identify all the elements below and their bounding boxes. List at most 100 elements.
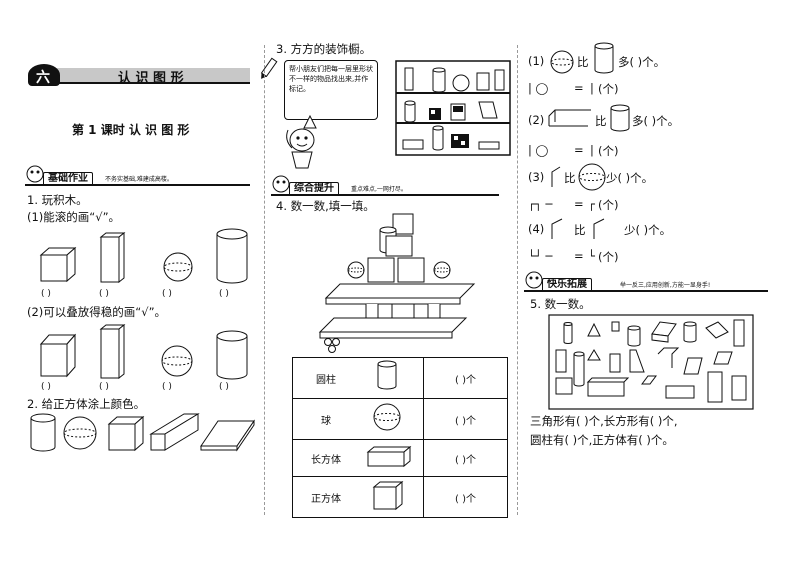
table-label: 长方体 xyxy=(311,454,341,466)
table-row: 圆柱 ( )个 xyxy=(292,357,508,399)
open-cube-icon xyxy=(39,333,77,378)
q4-title: 4. 数一数,填一填。 xyxy=(276,199,375,213)
compare-2-eq-lhs: | ◯ xyxy=(528,143,549,157)
q5-title: 5. 数一数。 xyxy=(530,297,591,311)
tall-cuboid-icon xyxy=(99,231,126,284)
compare-4-unit: (个) xyxy=(598,250,619,264)
compare-3-label: (3) xyxy=(528,170,545,184)
q1-row1-paren-3[interactable]: ( ) xyxy=(162,289,172,299)
compare-4-than: 比 xyxy=(574,223,586,237)
compare-4-eq: = xyxy=(574,249,584,263)
bracket-shape-icon xyxy=(551,218,563,239)
q5-line2: 圆柱有( )个,正方体有( )个。 xyxy=(530,433,674,447)
cylinder-icon xyxy=(30,413,56,452)
compare-2-label: (2) xyxy=(528,113,545,127)
compare-2-more: 多( )个。 xyxy=(632,114,680,128)
long-cuboid-icon xyxy=(149,413,200,451)
sphere-icon xyxy=(163,252,193,282)
q4-count-table: 圆柱 ( )个 球 ( )个 长方体 ( )个 正方体 xyxy=(292,357,508,518)
q1-row2-paren-4[interactable]: ( ) xyxy=(219,382,229,392)
table-row: 球 ( )个 xyxy=(292,398,508,440)
table-label: 圆柱 xyxy=(316,374,336,386)
unit-number: 六 xyxy=(36,70,50,86)
lesson-title: 第 1 课时 认 识 图 形 xyxy=(72,123,190,137)
table-label: 球 xyxy=(321,415,331,427)
compare-2-unit: (个) xyxy=(598,144,619,158)
section-fun-header: 快乐拓展 举一反三,应用创新,方能一显身手! xyxy=(524,271,768,292)
compare-4-label: (4) xyxy=(528,222,545,236)
sphere-icon xyxy=(578,163,606,191)
cube-icon xyxy=(39,246,77,283)
table-answer[interactable]: ( )个 xyxy=(455,415,476,427)
sphere-icon xyxy=(550,50,574,74)
cube-icon xyxy=(372,480,404,511)
compare-1-eq: = xyxy=(574,81,584,95)
q3-bubble-text: 帮小朋友们把每一层里形状不一样的物品找出来,并作标记。 xyxy=(289,65,373,93)
open-box-icon xyxy=(548,109,591,127)
table-answer[interactable]: ( )个 xyxy=(455,454,476,466)
compare-1-more: 多( )个。 xyxy=(618,55,666,69)
compare-3-eq-lhs: ┌┐ ─ xyxy=(528,197,553,211)
compare-2-than: 比 xyxy=(595,114,607,128)
q1-row1-paren-1[interactable]: ( ) xyxy=(41,289,51,299)
section-comprehensive-header: 综合提升 重点难点,一网打尽。 xyxy=(271,175,499,196)
compare-3-eq: = xyxy=(574,197,584,211)
unit-badge xyxy=(28,64,60,86)
compare-1-unit: (个) xyxy=(598,82,619,96)
q1-title: 1. 玩积木。 xyxy=(27,193,88,207)
compare-2-eq: = xyxy=(574,143,584,157)
q1-row2-paren-3[interactable]: ( ) xyxy=(162,382,172,392)
q5-line1: 三角形有( )个,长方形有( )个, xyxy=(530,414,678,428)
compare-3-unit: (个) xyxy=(598,198,619,212)
q3-title: 3. 方方的装饰橱。 xyxy=(276,42,372,56)
mascot-icon xyxy=(525,271,543,289)
block-tower xyxy=(318,213,476,353)
q1-row2-paren-1[interactable]: ( ) xyxy=(41,382,51,392)
column-divider-2 xyxy=(517,45,518,515)
compare-3-eq-rhs: ┌ xyxy=(588,197,595,211)
q1-part1: (1)能滚的画“√”。 xyxy=(27,210,121,224)
q1-row1-paren-4[interactable]: ( ) xyxy=(219,289,229,299)
table-answer[interactable]: ( )个 xyxy=(455,493,476,505)
compare-4-eq-rhs: └ xyxy=(588,249,595,263)
slanted-prism-icon xyxy=(200,419,255,452)
q1-row1-paren-2[interactable]: ( ) xyxy=(99,289,109,299)
table-row: 正方体 ( )个 xyxy=(292,476,508,518)
table-row: 长方体 ( )个 xyxy=(292,439,508,477)
sphere-icon xyxy=(63,416,97,450)
section-comprehensive-underline xyxy=(271,194,499,196)
q5-shapes-box xyxy=(548,314,754,410)
section-basic-header: 基础作业 不务实基础,难建成高楼。 xyxy=(25,165,250,186)
compare-1-than: 比 xyxy=(577,55,589,69)
q3-speech-bubble: 帮小朋友们把每一层里形状不一样的物品找出来,并作标记。 xyxy=(284,60,378,120)
unit-banner: 六 认 识 图 形 xyxy=(28,57,278,86)
q1-row2-paren-2[interactable]: ( ) xyxy=(99,382,109,392)
cylinder-icon xyxy=(594,42,614,74)
cube-icon xyxy=(107,415,145,452)
bracket-shape-icon xyxy=(593,218,605,239)
tall-cuboid-icon xyxy=(99,323,126,380)
compare-1-eq-lhs: | ◯ xyxy=(528,81,549,95)
cylinder-icon xyxy=(216,330,248,380)
section-fun-slogan: 举一反三,应用创新,方能一显身手! xyxy=(620,282,711,289)
sphere-icon xyxy=(161,345,193,377)
unit-banner-bar xyxy=(42,68,250,84)
girl-mascot-icon xyxy=(286,114,317,169)
compare-1-label: (1) xyxy=(528,54,545,68)
section-basic-slogan: 不务实基础,难建成高楼。 xyxy=(105,176,173,183)
section-comprehensive-slogan: 重点难点,一网打尽。 xyxy=(351,186,407,193)
compare-4-less: 少( )个。 xyxy=(624,223,672,237)
pencil-icon xyxy=(260,57,278,79)
table-answer[interactable]: ( )个 xyxy=(455,374,476,386)
cuboid-icon xyxy=(366,445,412,468)
bracket-shape-icon xyxy=(551,166,561,187)
unit-title: 认 识 图 形 xyxy=(118,71,184,86)
column-divider-1 xyxy=(264,45,265,515)
compare-3-less: 少( )个。 xyxy=(606,171,654,185)
mascot-icon xyxy=(26,165,44,183)
q2-title: 2. 给正方体涂上颜色。 xyxy=(27,397,146,411)
cylinder-icon xyxy=(216,228,248,284)
display-cabinet xyxy=(395,60,511,156)
compare-3-than: 比 xyxy=(564,171,576,185)
cylinder-icon xyxy=(377,360,397,390)
